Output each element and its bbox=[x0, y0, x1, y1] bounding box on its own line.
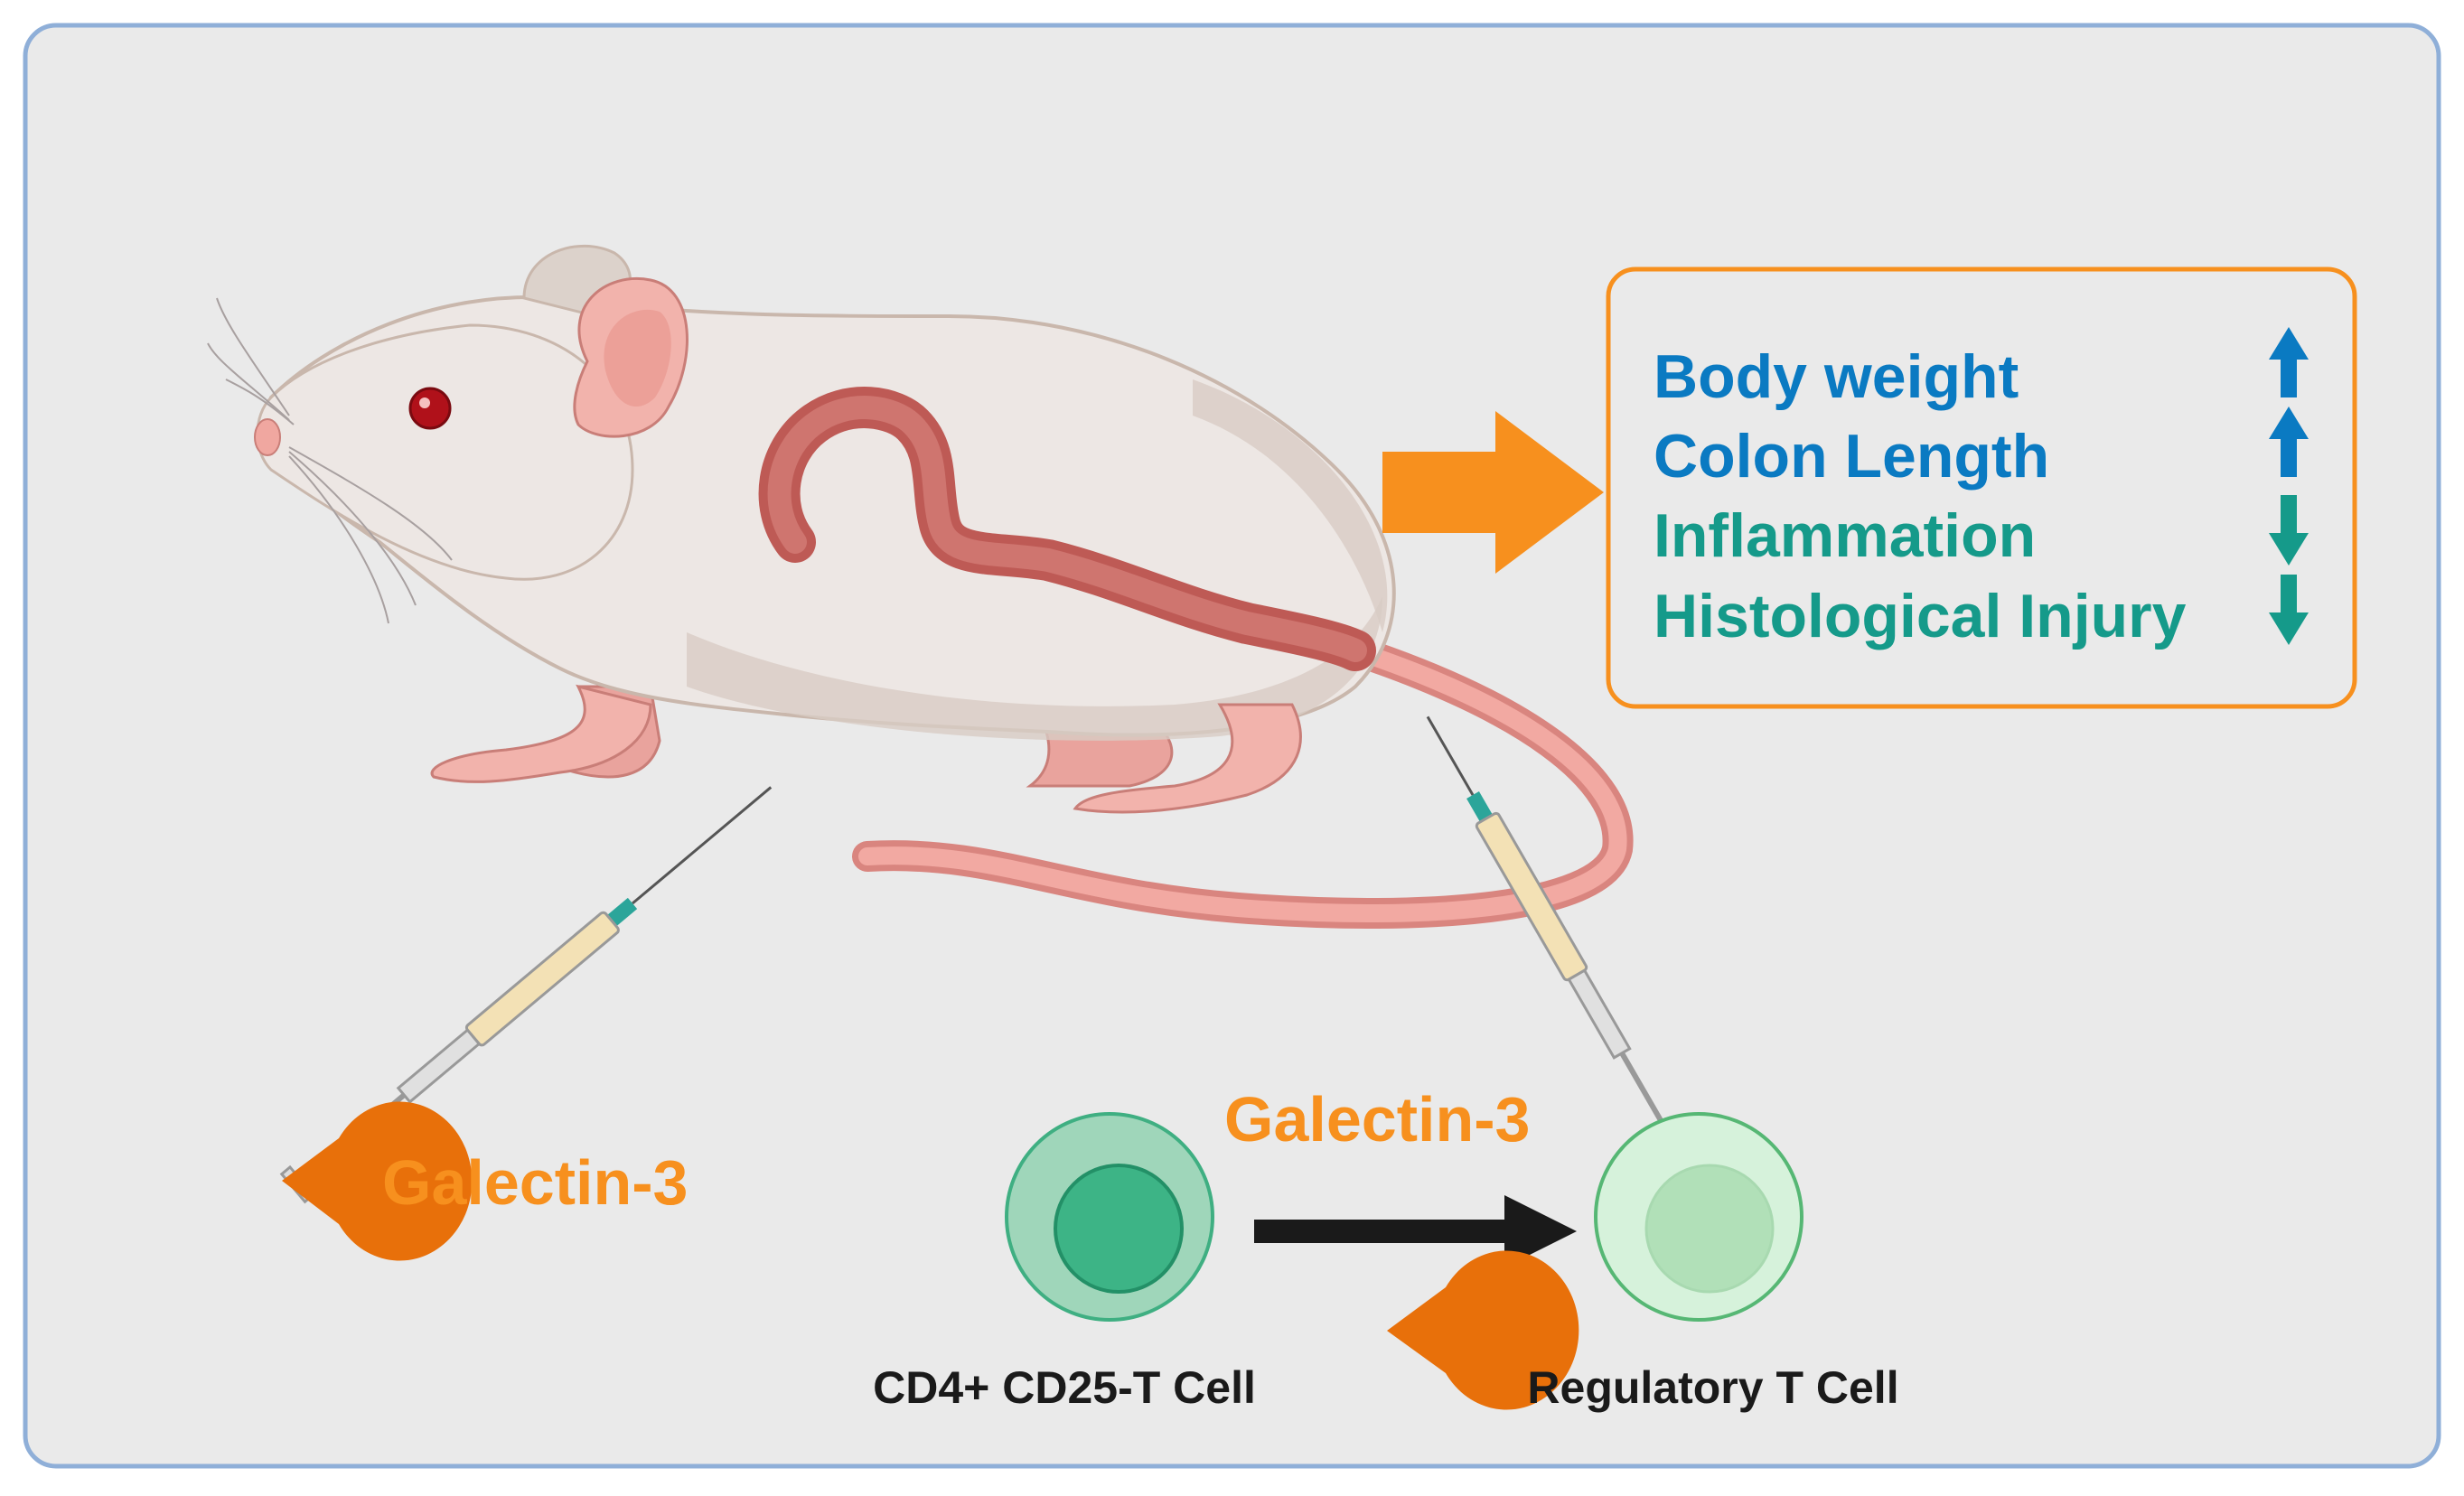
regulatory-t-cell bbox=[1594, 1112, 1803, 1322]
outcome-label-histological-injury: Histological Injury bbox=[1654, 582, 2187, 650]
outcome-label-body-weight: Body weight bbox=[1654, 342, 2019, 411]
conversion-galectin-label: Galectin-3 bbox=[1224, 1084, 1530, 1155]
outcome-label-inflammation: Inflammation bbox=[1654, 501, 2036, 570]
left-galectin-label: Galectin-3 bbox=[382, 1147, 688, 1218]
arrow-up-icon bbox=[2269, 407, 2309, 477]
mouse-head bbox=[256, 323, 634, 581]
mouse-whiskers bbox=[207, 297, 453, 624]
target-cell-label: Regulatory T Cell bbox=[1527, 1362, 1898, 1413]
source-cell-label: CD4+ CD25-T Cell bbox=[873, 1362, 1256, 1413]
conversion-arrow bbox=[1254, 1195, 1577, 1267]
mouse-illustration bbox=[207, 244, 1634, 929]
mouse-hind-foot-front bbox=[1073, 703, 1302, 814]
galectin-3-molecule-icon bbox=[282, 1101, 473, 1261]
mouse-belly-shade bbox=[687, 596, 1382, 741]
mouse-haunch-shade bbox=[1193, 379, 1388, 632]
outcome-label-colon-length: Colon Length bbox=[1654, 422, 2049, 491]
arrow-up-icon bbox=[2269, 327, 2309, 397]
result-arrow bbox=[1382, 411, 1604, 574]
mouse-eye bbox=[408, 387, 452, 430]
mouse-eye-glint bbox=[419, 397, 430, 408]
mouse-ear-inner bbox=[604, 309, 671, 407]
mouse-tail-highlight bbox=[858, 641, 1627, 922]
mouse-front-foot-front bbox=[430, 684, 652, 783]
arrow-down-icon bbox=[2269, 575, 2309, 645]
galectin-3-molecule-icon bbox=[1387, 1250, 1579, 1410]
outcomes-box: Body weight Colon Length Inflammation Hi… bbox=[1606, 266, 2357, 709]
mouse-nose bbox=[254, 418, 281, 456]
mouse-colon-highlight bbox=[767, 396, 1367, 662]
cd4-cd25-t-cell bbox=[1005, 1112, 1214, 1322]
arrow-down-icon bbox=[2269, 495, 2309, 566]
